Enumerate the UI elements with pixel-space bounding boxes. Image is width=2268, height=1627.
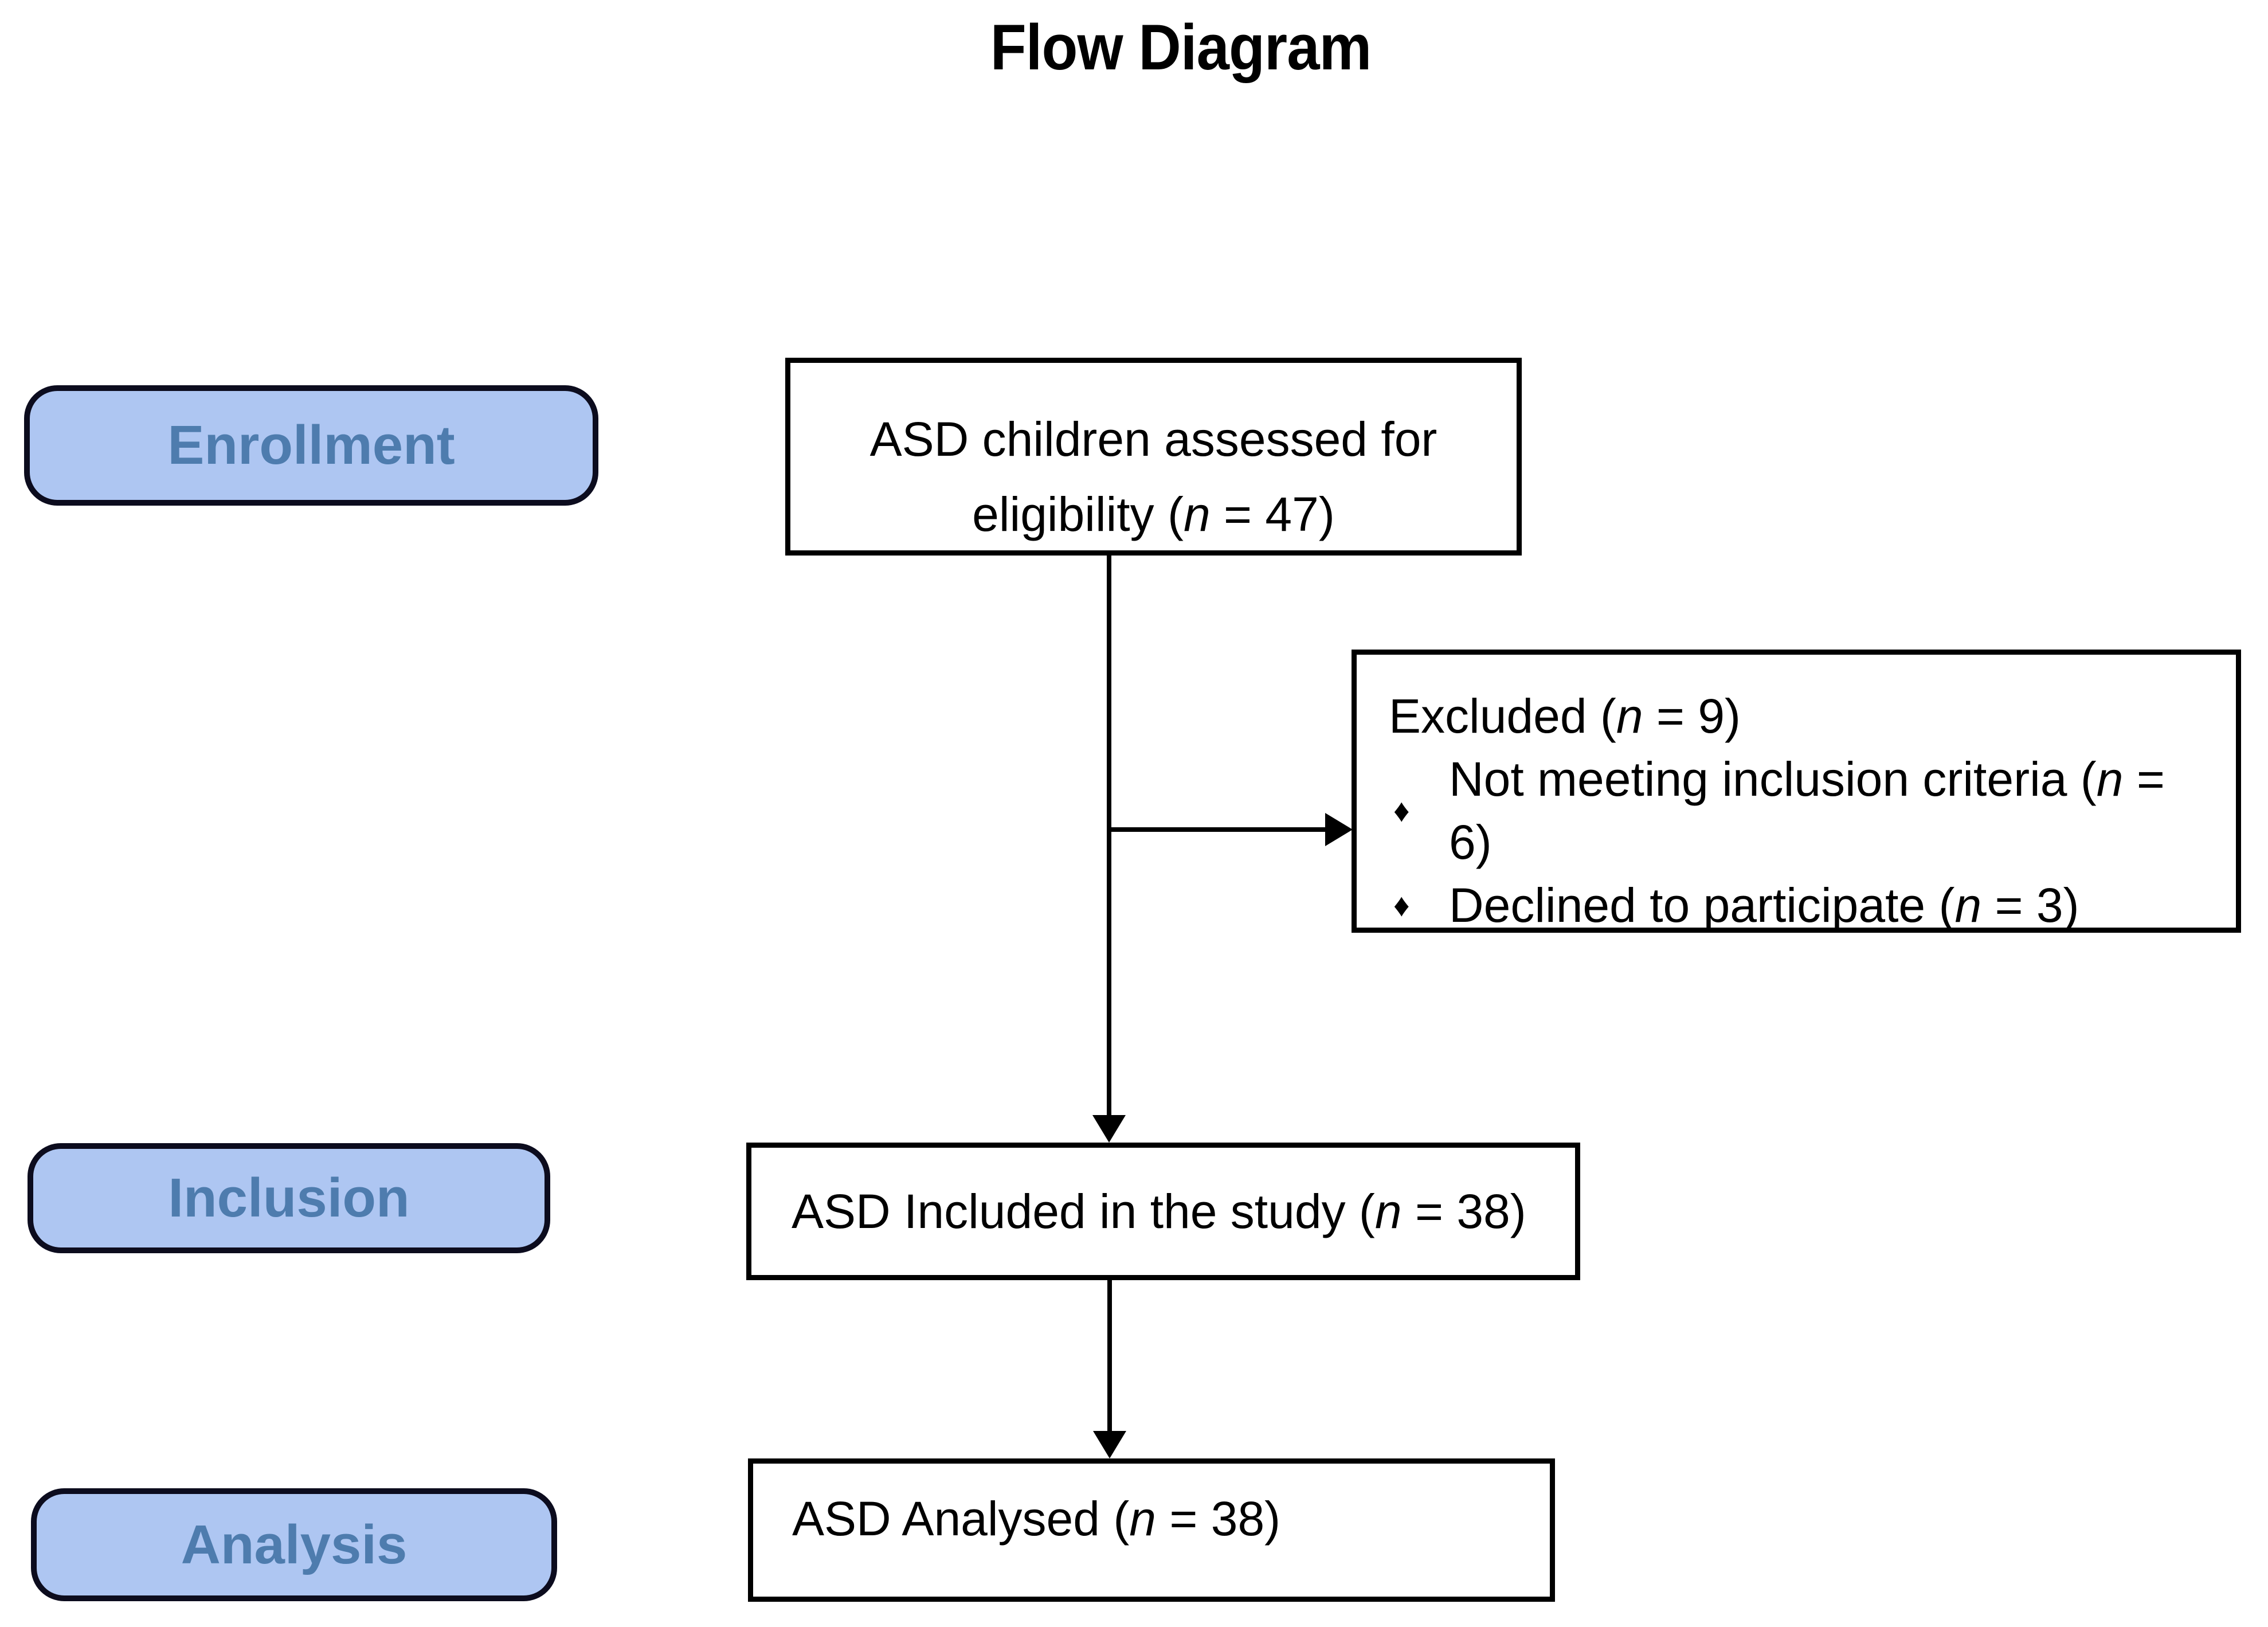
analysed-n: n — [1129, 1491, 1157, 1546]
analysed-post: = 38) — [1156, 1491, 1281, 1546]
connector-branch-to-excluded — [1109, 827, 1325, 832]
included-pre: ASD Included in the study ( — [792, 1184, 1375, 1238]
excluded-bullet-2-pre: Declined to participate ( — [1449, 878, 1955, 932]
excluded-heading-n: n — [1616, 689, 1643, 743]
flow-box-excluded: Excluded (n = 9) ♦ Not meeting inclusion… — [1352, 650, 2241, 933]
excluded-bullet-2-text: Declined to participate (n = 3) — [1449, 874, 2213, 937]
arrow-right-icon — [1325, 813, 1353, 846]
analysed-line: ASD Analysed (n = 38) — [792, 1481, 1280, 1556]
page-title: Flow Diagram — [990, 11, 1372, 83]
assessed-line1: ASD children assessed for — [870, 402, 1437, 476]
excluded-heading-pre: Excluded ( — [1389, 689, 1616, 743]
assessed-line2-post: = 47) — [1210, 487, 1335, 541]
assessed-line2-n: n — [1183, 487, 1211, 541]
excluded-bullet-2-post: = 3) — [1981, 878, 2079, 932]
diamond-bullet-icon: ♦ — [1393, 792, 1410, 828]
stage-box-inclusion: Inclusion — [28, 1143, 550, 1253]
stage-label-enrollment: Enrollment — [167, 414, 455, 476]
excluded-bullet-1-text: Not meeting inclusion criteria (n = 6) — [1449, 748, 2213, 874]
stage-label-inclusion: Inclusion — [168, 1167, 410, 1229]
analysed-pre: ASD Analysed ( — [792, 1491, 1130, 1546]
diamond-bullet-icon: ♦ — [1393, 887, 1410, 923]
connector-assessed-to-included — [1107, 553, 1111, 1117]
connector-included-to-analysed — [1107, 1278, 1112, 1435]
stage-label-analysis: Analysis — [181, 1513, 408, 1575]
excluded-bullet-1-post: = 6) — [1449, 752, 2165, 869]
included-n: n — [1374, 1184, 1402, 1238]
flow-box-analysed: ASD Analysed (n = 38) — [748, 1458, 1555, 1602]
arrow-down-icon — [1092, 1115, 1126, 1143]
arrow-down-icon — [1093, 1431, 1126, 1458]
assessed-line2: eligibility (n = 47) — [972, 477, 1335, 552]
excluded-bullet-2: ♦ Declined to participate (n = 3) — [1389, 874, 2213, 937]
stage-box-analysis: Analysis — [31, 1488, 557, 1601]
excluded-bullet-1: ♦ Not meeting inclusion criteria (n = 6) — [1389, 748, 2213, 874]
flow-box-assessed: ASD children assessed for eligibility (n… — [785, 358, 1522, 556]
included-post: = 38) — [1401, 1184, 1526, 1238]
assessed-line1-text: ASD children assessed for — [869, 412, 1437, 467]
excluded-bullet-1-n: n — [2096, 752, 2124, 806]
excluded-heading: Excluded (n = 9) — [1389, 685, 2213, 748]
assessed-line2-pre: eligibility ( — [972, 487, 1184, 541]
flow-box-included: ASD Included in the study (n = 38) — [746, 1143, 1580, 1280]
stage-box-enrollment: Enrollment — [24, 385, 598, 506]
excluded-bullet-1-pre: Not meeting inclusion criteria ( — [1449, 752, 2097, 806]
excluded-heading-post: = 9) — [1643, 689, 1741, 743]
excluded-bullet-2-n: n — [1954, 878, 1982, 932]
included-line: ASD Included in the study (n = 38) — [792, 1174, 1526, 1249]
